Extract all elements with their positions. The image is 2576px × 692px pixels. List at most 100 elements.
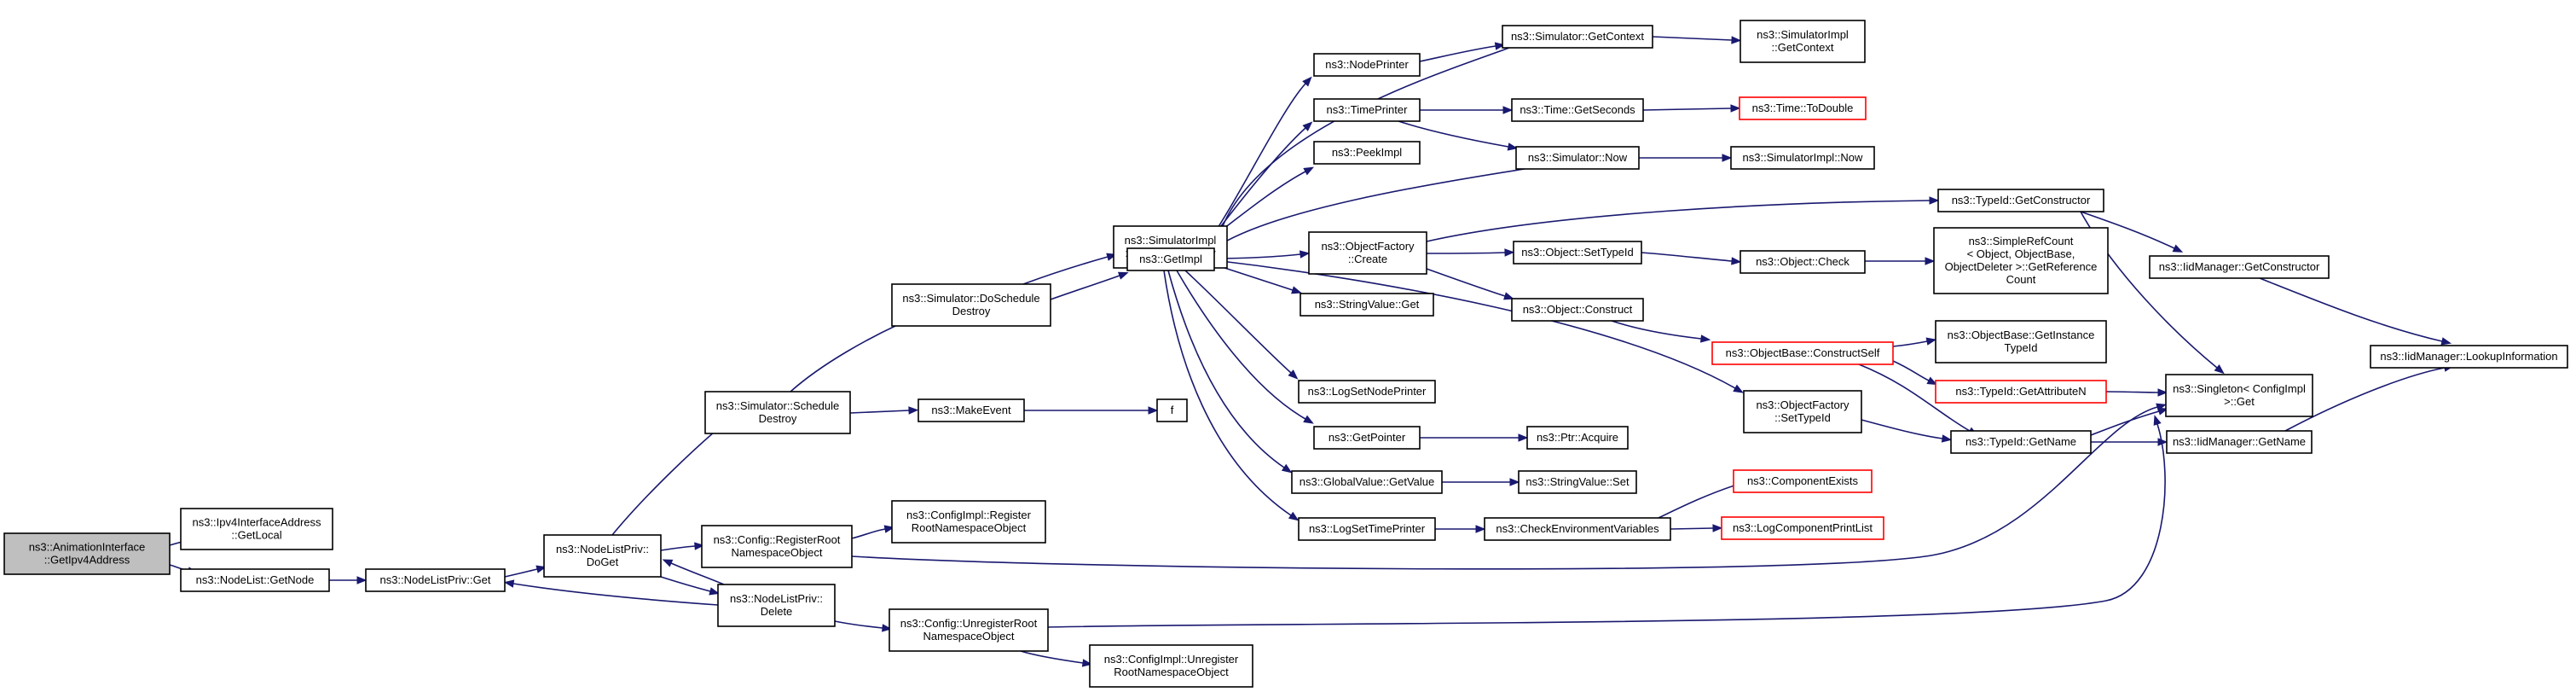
node-label-line: DoGet — [587, 555, 619, 568]
node-box — [891, 500, 1046, 544]
node-box — [1933, 227, 2109, 294]
edge-line — [790, 317, 913, 393]
edge-arrowhead — [2157, 388, 2168, 397]
edge-arrowhead — [1731, 257, 1742, 265]
node-ns3-getimpl[interactable]: ns3::GetImpl — [1126, 247, 1215, 271]
node-ns3-logcomponentprintlist[interactable]: ns3::LogComponentPrintList — [1721, 516, 1884, 540]
node-ns3-nodelist-getnode[interactable]: ns3::NodeList::GetNode — [180, 568, 330, 592]
node-box — [1502, 25, 1653, 49]
node-f[interactable]: f — [1156, 398, 1188, 422]
node-ns3-ptr-acquire[interactable]: ns3::Ptr::Acquire — [1526, 426, 1629, 450]
edge-n4-to-n7 — [660, 576, 720, 596]
node-box — [704, 391, 851, 434]
edge-arrowhead — [1288, 511, 1300, 521]
node-ns3-stringvalue-set[interactable]: ns3::StringValue::Set — [1518, 470, 1637, 494]
node-ns3-stringvalue-get[interactable]: ns3::StringValue::Get — [1300, 293, 1434, 317]
edge-n14-to-n24 — [1163, 270, 1300, 521]
edge-n17-to-n27 — [1398, 120, 1519, 151]
edge-n5-to-n10 — [849, 406, 919, 415]
node-ns3-iidmanager-getconstructor[interactable]: ns3::IidManager::GetConstructor — [2149, 255, 2330, 279]
node-box — [1298, 517, 1436, 541]
edge-line — [1611, 320, 1702, 340]
node-ns3-typeid-getconstructor[interactable]: ns3::TypeId::GetConstructor — [1937, 189, 2104, 212]
edge-n24-to-n33 — [1435, 525, 1486, 533]
edge-n14-to-n19 — [1213, 250, 1311, 259]
edge-arrowhead — [2214, 364, 2225, 375]
node-box — [2166, 430, 2313, 454]
edge-arrowhead — [1733, 384, 1744, 393]
node-ns3-simulatorimpl-getcontext[interactable]: ns3::SimulatorImpl::GetContext — [1740, 20, 1866, 63]
node-box — [1511, 98, 1644, 122]
edge-line — [1047, 423, 2166, 628]
node-ns3-time-todouble[interactable]: ns3::Time::ToDouble — [1739, 96, 1867, 120]
node-ns3-nodelistpriv-doget[interactable]: ns3::NodeListPriv::DoGet — [543, 534, 662, 578]
node-ns3-time-getseconds[interactable]: ns3::Time::GetSeconds — [1511, 98, 1644, 122]
node-ns3-simulatorimpl-now[interactable]: ns3::SimulatorImpl::Now — [1730, 146, 1875, 170]
node-ns3-componentexists[interactable]: ns3::ComponentExists — [1733, 469, 1873, 493]
node-ns3-simplerefcount-object-objectbase-objectdeleter-getreference-count[interactable]: ns3::SimpleRefCount< Object, ObjectBase,… — [1933, 227, 2109, 294]
edge-arrowhead — [883, 525, 895, 533]
node-label-line: ns3::NodePrinter — [1325, 58, 1409, 71]
node-ns3-objectfactory-settypeid[interactable]: ns3::ObjectFactory::SetTypeId — [1743, 390, 1862, 433]
node-ns3-logsettimeprinter[interactable]: ns3::LogSetTimePrinter — [1298, 517, 1436, 541]
node-ns3-iidmanager-getname[interactable]: ns3::IidManager::GetName — [2166, 430, 2313, 454]
node-ns3-animationinterface-getipv4address[interactable]: ns3::AnimationInterface::GetIpv4Address — [3, 532, 171, 575]
edge-arrowhead — [2153, 415, 2162, 426]
edge-n9-to-n13 — [1022, 253, 1117, 285]
node-ns3-object-construct[interactable]: ns3::Object::Construct — [1511, 298, 1644, 322]
node-label-line: ns3::Simulator::GetContext — [1511, 30, 1644, 43]
node-label-line: ns3::ObjectFactory — [1756, 398, 1850, 411]
edge-arrowhead — [1504, 248, 1515, 257]
node-box — [180, 508, 333, 550]
node-ns3-simulator-getcontext[interactable]: ns3::Simulator::GetContext — [1502, 25, 1653, 49]
node-label-line: ns3::Ipv4InterfaceAddress — [192, 516, 321, 529]
node-label-line: ns3::LogComponentPrintList — [1733, 521, 1873, 534]
node-box — [1313, 426, 1421, 450]
node-ns3-globalvalue-getvalue[interactable]: ns3::GlobalValue::GetValue — [1291, 470, 1443, 494]
edge-n6-to-n47 — [851, 403, 2167, 570]
node-ns3-config-unregisterroot-namespaceobject[interactable]: ns3::Config::UnregisterRootNamespaceObje… — [889, 608, 1049, 652]
node-ns3-configimpl-unregister-rootnamespaceobject[interactable]: ns3::ConfigImpl::UnregisterRootNamespace… — [1089, 644, 1253, 688]
node-label-line: ns3::ObjectBase::ConstructSelf — [1726, 346, 1880, 359]
node-box — [1730, 146, 1875, 170]
edge-arrowhead — [503, 579, 515, 588]
node-label-line: f — [1171, 404, 1174, 416]
node-ns3-ipv4interfaceaddress-getlocal[interactable]: ns3::Ipv4InterfaceAddress::GetLocal — [180, 508, 333, 550]
edge-line — [2105, 391, 2159, 393]
node-ns3-typeid-getname[interactable]: ns3::TypeId::GetName — [1950, 430, 2092, 454]
node-label-line: ns3::ObjectFactory — [1321, 240, 1415, 253]
node-label-line: ns3::TimePrinter — [1327, 103, 1409, 116]
node-ns3-getpointer[interactable]: ns3::GetPointer — [1313, 426, 1421, 450]
node-ns3-nodeprinter[interactable]: ns3::NodePrinter — [1313, 53, 1421, 77]
edge-arrowhead — [1699, 334, 1711, 343]
node-box — [1313, 141, 1421, 165]
node-ns3-iidmanager-lookupinformation[interactable]: ns3::IidManager::LookupInformation — [2370, 345, 2568, 369]
node-ns3-objectfactory-create[interactable]: ns3::ObjectFactory::Create — [1308, 231, 1427, 275]
node-ns3-simulator-now[interactable]: ns3::Simulator::Now — [1515, 146, 1640, 170]
node-ns3-objectbase-constructself[interactable]: ns3::ObjectBase::ConstructSelf — [1711, 341, 1894, 365]
edge-line — [1641, 252, 1733, 262]
node-ns3-timeprinter[interactable]: ns3::TimePrinter — [1313, 98, 1421, 122]
edge-line — [670, 562, 725, 585]
node-ns3-object-check[interactable]: ns3::Object::Check — [1740, 250, 1866, 274]
node-ns3-typeid-getattributen[interactable]: ns3::TypeId::GetAttributeN — [1935, 380, 2107, 404]
node-ns3-singleton-configimpl-get[interactable]: ns3::Singleton< ConfigImpl >::Get — [2165, 374, 2313, 417]
edge-arrowhead — [1299, 250, 1311, 259]
node-ns3-logsetnodeprinter[interactable]: ns3::LogSetNodePrinter — [1298, 380, 1436, 404]
node-ns3-object-settypeid[interactable]: ns3::Object::SetTypeId — [1513, 241, 1642, 265]
node-ns3-nodelistpriv-delete[interactable]: ns3::NodeListPriv::Delete — [717, 584, 836, 627]
edge-arrowhead — [1712, 524, 1723, 532]
node-ns3-configimpl-register-rootnamespaceobject[interactable]: ns3::ConfigImpl::RegisterRootNamespaceOb… — [891, 500, 1046, 544]
node-ns3-nodelistpriv-get[interactable]: ns3::NodeListPriv::Get — [365, 568, 506, 592]
node-ns3-peekimpl[interactable]: ns3::PeekImpl — [1313, 141, 1421, 165]
node-ns3-makeevent[interactable]: ns3::MakeEvent — [918, 398, 1025, 422]
node-ns3-checkenvironmentvariables[interactable]: ns3::CheckEnvironmentVariables — [1484, 517, 1671, 541]
node-box — [543, 534, 662, 578]
node-label-line: ns3::ObjectBase::GetInstance — [1948, 329, 2095, 341]
node-box — [1733, 469, 1873, 493]
